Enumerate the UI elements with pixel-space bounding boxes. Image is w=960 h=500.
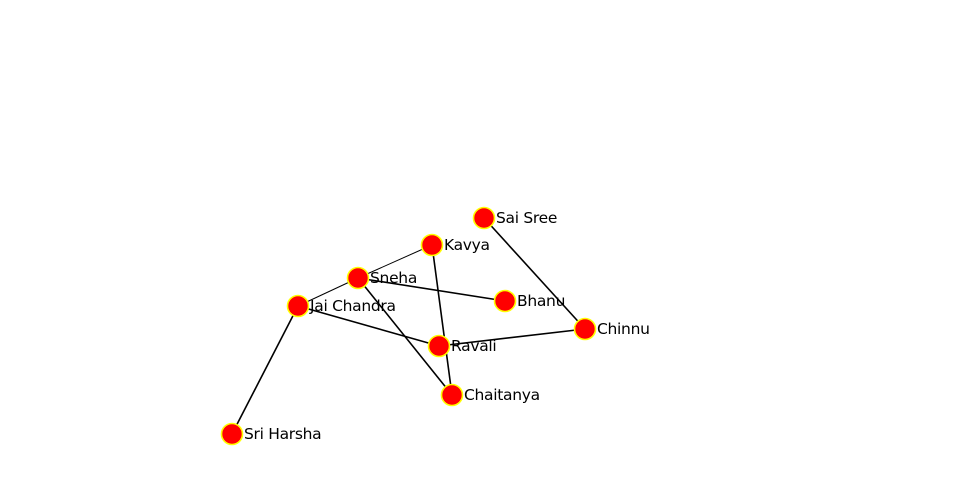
node-label-kavya: Kavya	[444, 236, 490, 254]
node-sneha[interactable]: Sneha	[346, 266, 418, 290]
node-circle-sai-sree[interactable]	[472, 206, 496, 230]
edges-layer	[231, 217, 586, 435]
edge-sai-sree-chinnu	[483, 217, 586, 330]
node-circle-sneha[interactable]	[346, 266, 370, 290]
node-circle-bhanu[interactable]	[493, 289, 517, 313]
edge-ravali-chinnu	[438, 328, 586, 347]
node-ravali[interactable]: Ravali	[427, 334, 497, 358]
node-label-sri-harsha: Sri Harsha	[244, 425, 321, 443]
node-label-chinnu: Chinnu	[597, 320, 650, 338]
node-label-chaitanya: Chaitanya	[464, 386, 540, 404]
node-circle-chinnu[interactable]	[573, 317, 597, 341]
node-circle-jai-chandra[interactable]	[286, 294, 310, 318]
edge-sneha-bhanu	[357, 277, 506, 302]
node-label-bhanu: Bhanu	[517, 292, 565, 310]
node-kavya[interactable]: Kavya	[420, 233, 490, 257]
node-circle-sri-harsha[interactable]	[220, 422, 244, 446]
node-label-sai-sree: Sai Sree	[496, 209, 557, 227]
node-chaitanya[interactable]: Chaitanya	[440, 383, 540, 407]
node-bhanu[interactable]: Bhanu	[493, 289, 566, 313]
node-sai-sree[interactable]: Sai Sree	[472, 206, 558, 230]
edge-jai-chandra-ravali	[297, 305, 440, 347]
node-label-jai-chandra: Jai Chandra	[309, 297, 396, 315]
node-label-ravali: Ravali	[451, 337, 496, 355]
node-sri-harsha[interactable]: Sri Harsha	[220, 422, 322, 446]
node-jai-chandra[interactable]: Jai Chandra	[286, 294, 396, 318]
edge-kavya-sneha	[357, 244, 433, 279]
node-circle-ravali[interactable]	[427, 334, 451, 358]
edge-jai-chandra-sri-harsha	[231, 305, 299, 435]
edge-kavya-chaitanya	[431, 244, 453, 396]
node-chinnu[interactable]: Chinnu	[573, 317, 650, 341]
node-label-sneha: Sneha	[370, 269, 417, 287]
node-circle-kavya[interactable]	[420, 233, 444, 257]
node-circle-chaitanya[interactable]	[440, 383, 464, 407]
